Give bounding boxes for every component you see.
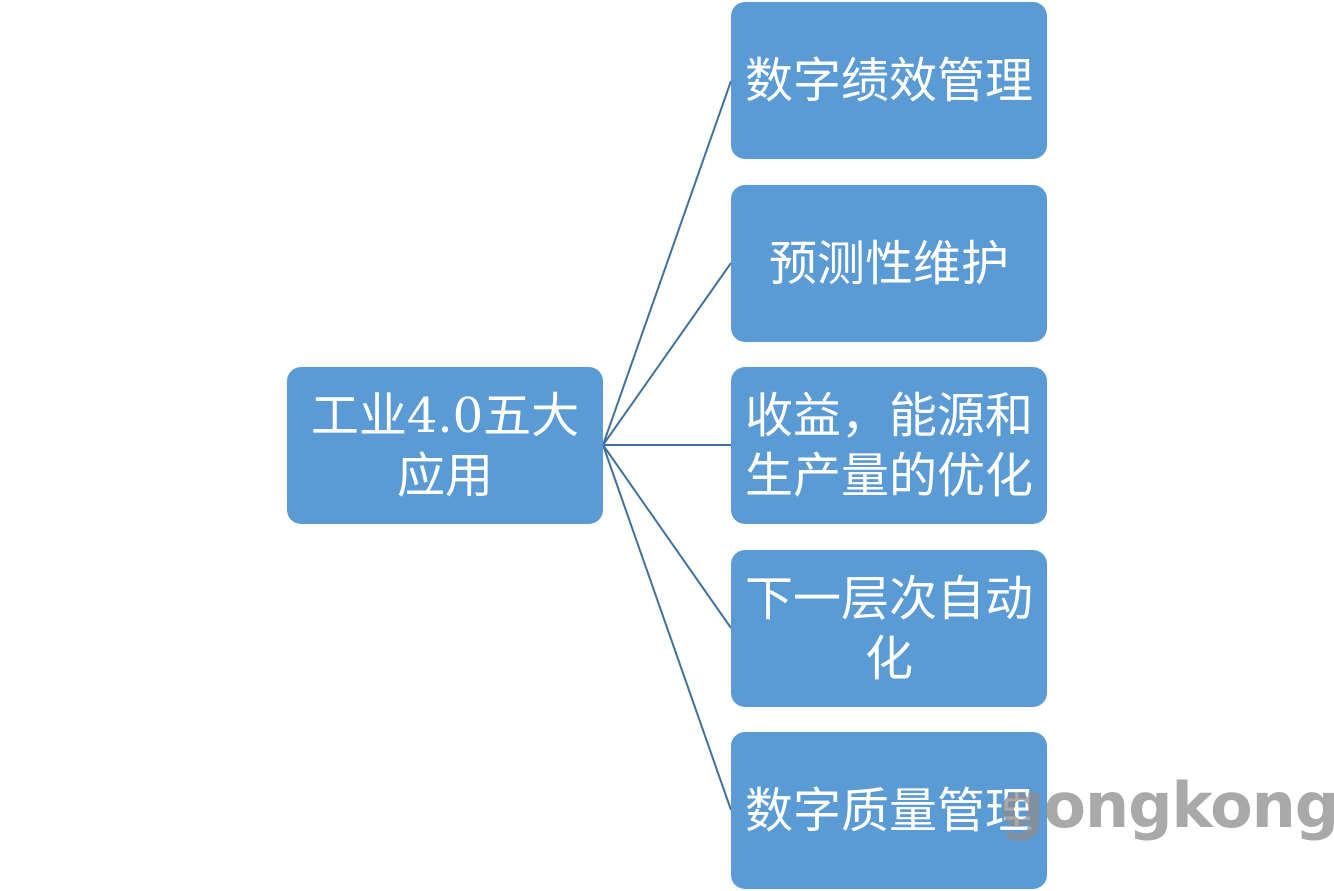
root-node: 工业4.0五大应用	[287, 367, 603, 524]
connector-root-to-maintenance	[602, 262, 732, 446]
child-node-label: 收益，能源和生产量的优化	[744, 387, 1033, 504]
child-node-label: 数字绩效管理	[744, 52, 1033, 109]
connector-root-to-performance	[602, 80, 732, 446]
child-node-next-level-automation: 下一层次自动化	[731, 550, 1047, 707]
child-node-yield-energy-throughput-optimization: 收益，能源和生产量的优化	[731, 367, 1047, 524]
child-node-label: 预测性维护	[768, 235, 1009, 292]
connector-root-to-quality	[602, 444, 732, 811]
root-node-label: 工业4.0五大应用	[310, 387, 580, 504]
child-node-digital-performance-management: 数字绩效管理	[731, 2, 1047, 159]
child-node-digital-quality-management: 数字质量管理	[731, 732, 1047, 889]
child-node-predictive-maintenance: 预测性维护	[731, 185, 1047, 342]
child-node-label: 数字质量管理	[744, 782, 1033, 839]
connector-root-to-automation	[602, 444, 732, 629]
child-node-label: 下一层次自动化	[744, 570, 1033, 687]
